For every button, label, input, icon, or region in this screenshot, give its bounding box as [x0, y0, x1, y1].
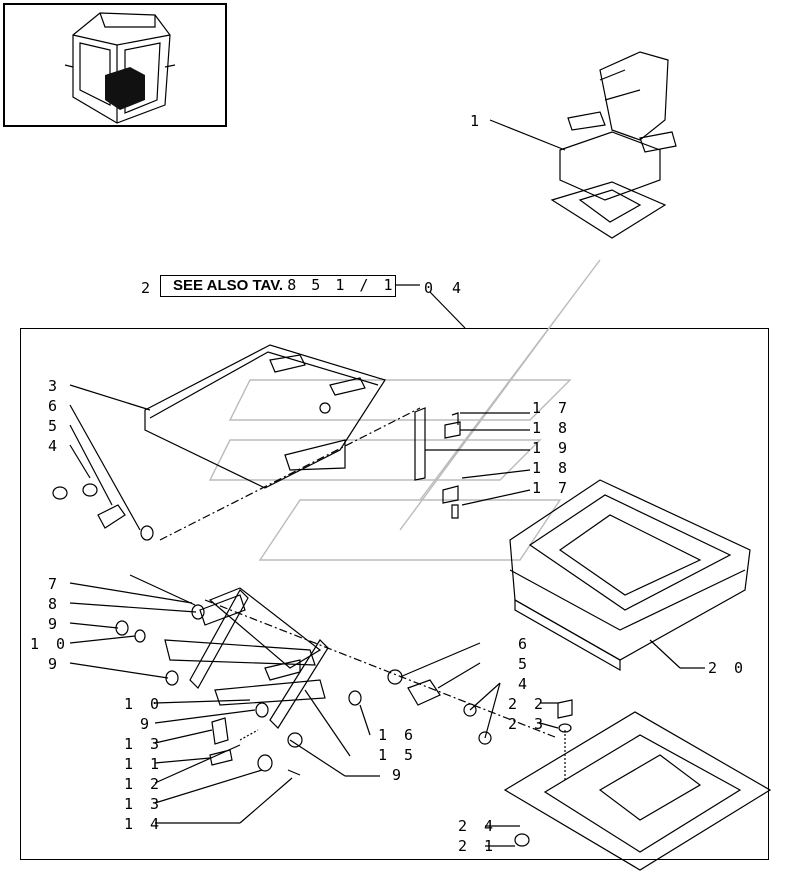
- suspension-cover-20: [509, 479, 751, 672]
- seat-assembly-frame: [20, 328, 769, 860]
- callout-9: 9: [392, 766, 406, 784]
- callout-23: 2 3: [508, 715, 548, 733]
- callout-8: 8: [48, 595, 62, 613]
- knob-parts-upper-left: [52, 483, 154, 541]
- callout-9: 9: [140, 715, 154, 733]
- callout-22: 2 2: [508, 695, 548, 713]
- callout-19: 1 9: [532, 439, 572, 457]
- see-also-item-number: 2: [141, 279, 151, 297]
- complete-seat-drawing: [550, 51, 677, 239]
- tractor-cab-icon: [64, 12, 176, 124]
- callout-20: 2 0: [708, 659, 748, 677]
- callout-1: 1: [470, 112, 484, 130]
- callout-12: 1 2: [124, 775, 164, 793]
- bracket-parts-17-18-19: [414, 407, 461, 519]
- see-also-text: SEE ALSO TAV.: [173, 277, 284, 294]
- see-also-table-number: 8 5 1 / 1: [287, 276, 396, 294]
- callout-9: 9: [48, 615, 62, 633]
- scissor-linkage: [129, 574, 329, 729]
- callout-5: 5: [518, 655, 532, 673]
- callout-18: 1 8: [532, 419, 572, 437]
- watermark-logo: [208, 259, 601, 561]
- callout-3: 3: [48, 377, 62, 395]
- callout-24: 2 4: [458, 817, 498, 835]
- callout-10: 1 0: [124, 695, 164, 713]
- callout-14: 1 4: [124, 815, 164, 833]
- callout-11: 1 1: [124, 755, 164, 773]
- callout-13: 1 3: [124, 735, 164, 753]
- callout-4: 4: [48, 437, 62, 455]
- callout-15: 1 5: [378, 746, 418, 764]
- callout-17: 1 7: [532, 479, 572, 497]
- callout-6: 6: [518, 635, 532, 653]
- callout-13: 1 3: [124, 795, 164, 813]
- callout-16: 1 6: [378, 726, 418, 744]
- see-also-reference-box: SEE ALSO TAV. 8 5 1 / 1: [160, 275, 396, 297]
- callout-21: 2 1: [458, 837, 498, 855]
- seat-base-plate-3: [144, 344, 386, 489]
- mounting-plate-24: [503, 711, 772, 871]
- callout-5: 5: [48, 417, 62, 435]
- tractor-cab-reference-thumbnail: [3, 3, 227, 127]
- callout-6: 6: [48, 397, 62, 415]
- leader-1: [489, 119, 566, 151]
- callout-18: 1 8: [532, 459, 572, 477]
- see-also-table-suffix: 0 4: [424, 279, 467, 297]
- callout-9: 9: [48, 655, 62, 673]
- callout-17: 1 7: [532, 399, 572, 417]
- callout-4: 4: [518, 675, 532, 693]
- callout-7: 7: [48, 575, 62, 593]
- callout-10: 1 0: [30, 635, 70, 653]
